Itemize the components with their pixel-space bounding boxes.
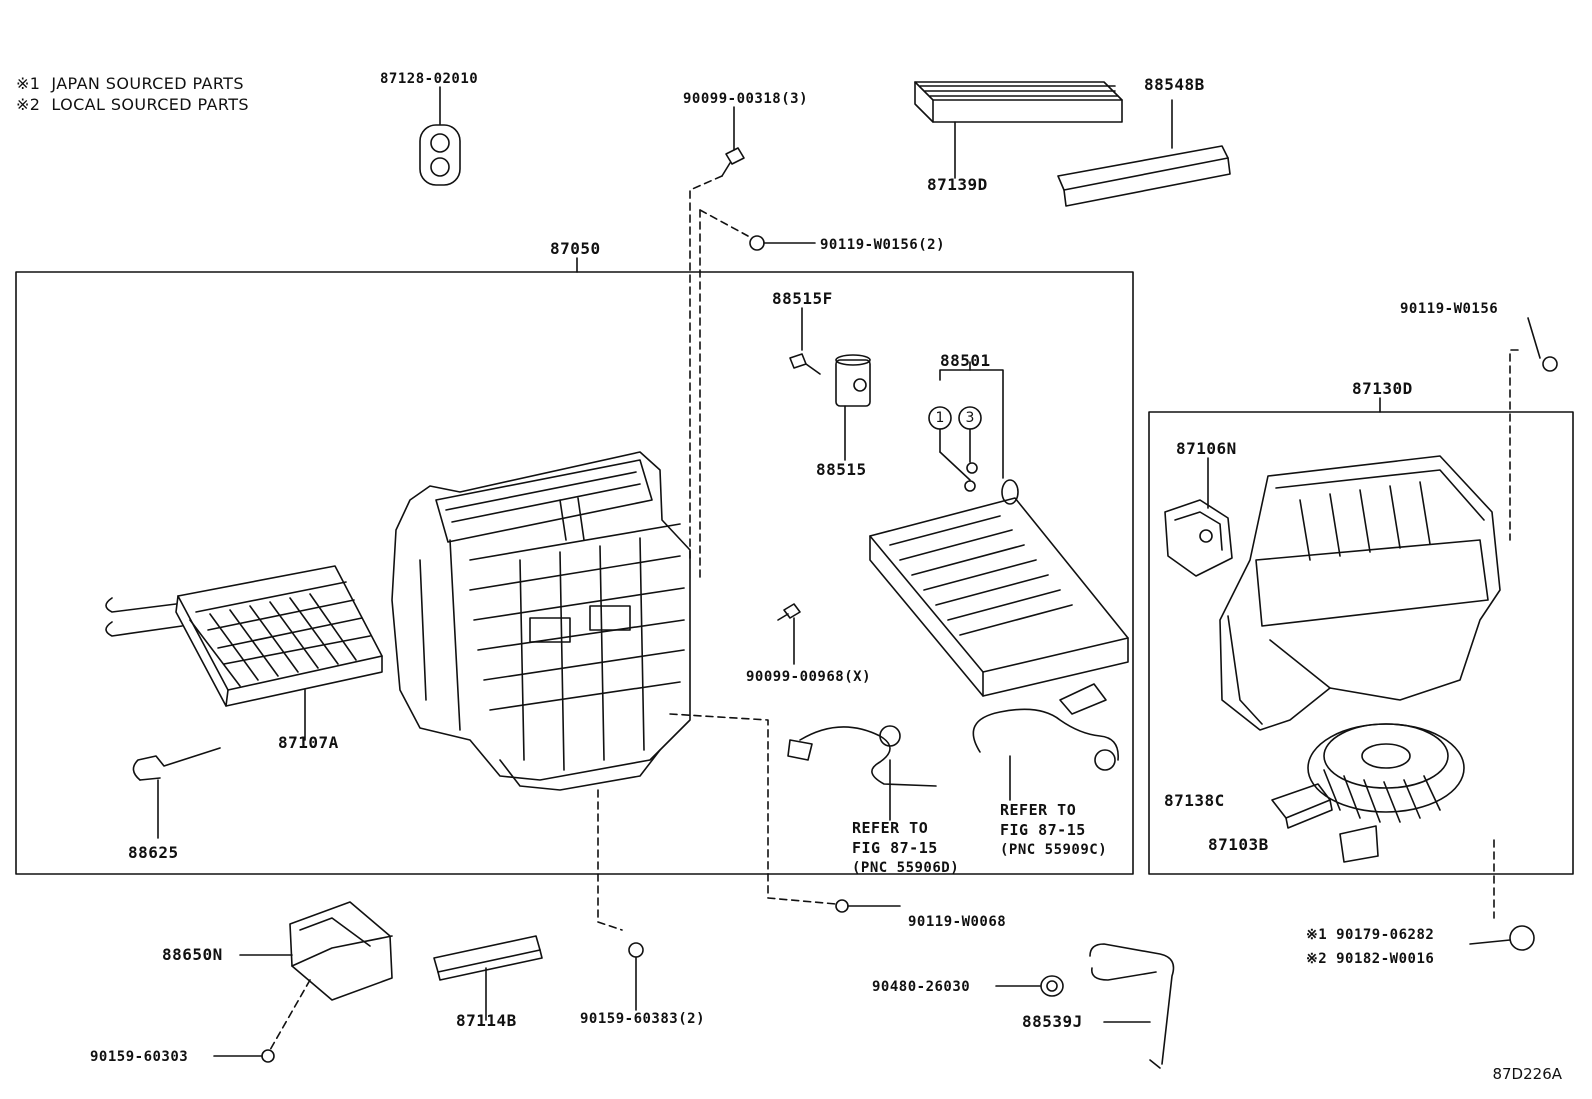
label-90099-00318: 90099-00318(3) bbox=[683, 91, 809, 107]
heater-core-87107A bbox=[105, 565, 383, 741]
label-87128-02010: 87128-02010 bbox=[380, 71, 479, 87]
expansion-valve-88515 bbox=[835, 354, 871, 461]
screw-90119-W0156 bbox=[1509, 317, 1558, 541]
label-87107A: 87107A bbox=[278, 733, 339, 752]
label-90182-W0016: ※2 90182-W0016 bbox=[1306, 951, 1435, 967]
sensor-88625 bbox=[132, 747, 221, 839]
label-87050: 87050 bbox=[550, 239, 601, 258]
legend-text-1: JAPAN SOURCED PARTS bbox=[51, 74, 244, 93]
label-87138C: 87138C bbox=[1164, 791, 1225, 810]
clip-90179-90182 bbox=[1469, 839, 1535, 951]
grommet-90480-26030 bbox=[995, 975, 1064, 997]
label-87139D: 87139D bbox=[927, 175, 988, 194]
label-88539J: 88539J bbox=[1022, 1012, 1083, 1031]
refer-left-line3: (PNC 55906D) bbox=[852, 860, 960, 876]
blower-case-87130D bbox=[1219, 455, 1501, 731]
grommet-87128 bbox=[419, 86, 461, 186]
cover-88548B bbox=[1057, 99, 1231, 207]
harness-55909C bbox=[972, 683, 1119, 801]
heater-unit-housing-87050 bbox=[391, 451, 691, 791]
label-90119-W0156: 90119-W0156 bbox=[1400, 301, 1499, 317]
refer-right-line3: (PNC 55909C) bbox=[1000, 842, 1108, 858]
evaporator-88501 bbox=[869, 361, 1129, 697]
label-90159-60383: 90159-60383(2) bbox=[580, 1011, 706, 1027]
legend-local: ※2 LOCAL SOURCED PARTS bbox=[16, 95, 249, 115]
label-88548B: 88548B bbox=[1144, 75, 1205, 94]
legend-mark-2: ※2 bbox=[16, 95, 41, 114]
legend-japan: ※1 JAPAN SOURCED PARTS bbox=[16, 74, 244, 94]
label-88650N: 88650N bbox=[162, 945, 223, 964]
label-90179-06282: ※1 90179-06282 bbox=[1306, 927, 1435, 943]
leader-90119-W0068-dashed bbox=[669, 713, 837, 905]
screw-90159-60383 bbox=[628, 942, 644, 1011]
refer-left-line2: FIG 87-15 bbox=[852, 839, 938, 857]
blower-fan-87103B bbox=[1307, 723, 1465, 863]
resistor-87138C bbox=[1271, 783, 1333, 829]
callout-1: 1 bbox=[935, 410, 945, 426]
duct-87114B bbox=[433, 935, 543, 1021]
label-88515F: 88515F bbox=[772, 289, 833, 308]
screw-90119-W0068 bbox=[835, 899, 849, 913]
label-87114B: 87114B bbox=[456, 1011, 517, 1030]
refer-left-line1: REFER TO bbox=[852, 819, 929, 837]
screw-90119-W0156-2 bbox=[699, 209, 816, 581]
screw-90099-00318 bbox=[689, 106, 745, 561]
label-88501: 88501 bbox=[940, 351, 991, 370]
legend-mark-1: ※1 bbox=[16, 74, 41, 93]
label-90099-00968: 90099-00968(X) bbox=[746, 669, 872, 685]
refer-right-line2: FIG 87-15 bbox=[1000, 821, 1086, 839]
label-87106N: 87106N bbox=[1176, 439, 1237, 458]
label-87103B: 87103B bbox=[1208, 835, 1269, 854]
leader-90159-60383-dashed bbox=[597, 789, 623, 931]
label-87130D: 87130D bbox=[1352, 379, 1413, 398]
drain-hose-88539J bbox=[1089, 943, 1175, 1069]
refer-note-left: REFER TO FIG 87-15 (PNC 55906D) bbox=[852, 818, 959, 878]
refer-right-line1: REFER TO bbox=[1000, 801, 1077, 819]
callout-3: 3 bbox=[965, 410, 975, 426]
label-90119-W0156-2: 90119-W0156(2) bbox=[820, 237, 946, 253]
assembly-87050-box bbox=[15, 271, 1134, 875]
assembly-87130D-box bbox=[1148, 411, 1574, 875]
screw-90099-00968 bbox=[777, 603, 801, 665]
legend-text-2: LOCAL SOURCED PARTS bbox=[51, 95, 249, 114]
label-90480-26030: 90480-26030 bbox=[872, 979, 971, 995]
actuator-87106N bbox=[1164, 457, 1233, 577]
refer-note-right: REFER TO FIG 87-15 (PNC 55909C) bbox=[1000, 800, 1107, 860]
screw-88515F bbox=[789, 307, 821, 375]
figure-code: 87D226A bbox=[1492, 1065, 1562, 1083]
filter-87139D bbox=[914, 81, 1123, 179]
label-88625: 88625 bbox=[128, 843, 179, 862]
harness-55906D bbox=[787, 725, 937, 821]
label-88515: 88515 bbox=[816, 460, 867, 479]
module-88650N bbox=[213, 901, 393, 1063]
label-90119-W0068: 90119-W0068 bbox=[908, 914, 1007, 930]
label-90159-60303: 90159-60303 bbox=[90, 1049, 189, 1065]
